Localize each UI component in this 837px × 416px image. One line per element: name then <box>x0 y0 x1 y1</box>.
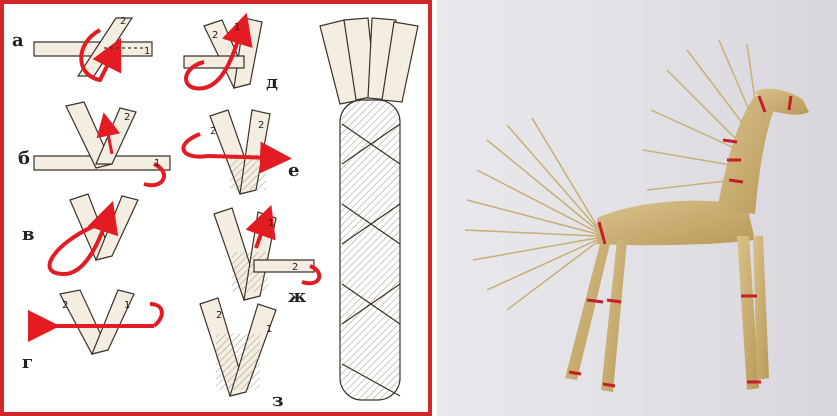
strand-number: 1 <box>266 324 272 335</box>
strand-number: 2 <box>210 126 216 137</box>
strand-number: 2 <box>62 300 68 311</box>
step-d-figure: 2 1 <box>184 18 262 88</box>
strand-number: 1 <box>154 158 160 169</box>
step-label-zh: ж <box>288 288 306 306</box>
straw-horse-photo <box>437 0 837 416</box>
strand-number: 2 <box>124 112 130 123</box>
strand-number: 1 <box>268 218 274 229</box>
step-b-figure: 2 1 <box>34 102 170 185</box>
strand-number: 1 <box>234 22 240 33</box>
strand-number: 2 <box>258 120 264 131</box>
straw-horse-illustration <box>437 0 837 416</box>
step-label-g: г <box>22 354 33 372</box>
step-a-figure: 2 1 <box>34 16 152 80</box>
step-g-figure: 2 1 <box>44 290 162 354</box>
step-label-a: а <box>12 32 24 50</box>
step-label-d: д <box>266 74 278 92</box>
braiding-diagram-panel: 2 1 2 1 2 1 <box>0 0 432 416</box>
step-label-b: б <box>18 150 30 168</box>
horse-neck <box>717 96 777 214</box>
strand-number: 2 <box>120 16 126 27</box>
step-label-e: е <box>288 162 299 180</box>
step-z-figure: 2 1 <box>200 298 276 396</box>
braiding-diagram: 2 1 2 1 2 1 <box>4 4 428 412</box>
step-v-figure <box>50 194 138 274</box>
horse-tail <box>465 118 597 310</box>
strand-number: 2 <box>216 310 222 321</box>
step-e-figure: 2 2 <box>183 110 276 194</box>
strand-number: 2 <box>212 30 218 41</box>
strand-number: 2 <box>292 262 298 273</box>
strand-number: 1 <box>124 300 130 311</box>
strand-number: 1 <box>144 46 150 57</box>
step-label-v: в <box>22 226 35 244</box>
horse-legs <box>565 236 769 392</box>
finished-braid <box>320 18 418 400</box>
step-label-z: з <box>272 392 284 410</box>
